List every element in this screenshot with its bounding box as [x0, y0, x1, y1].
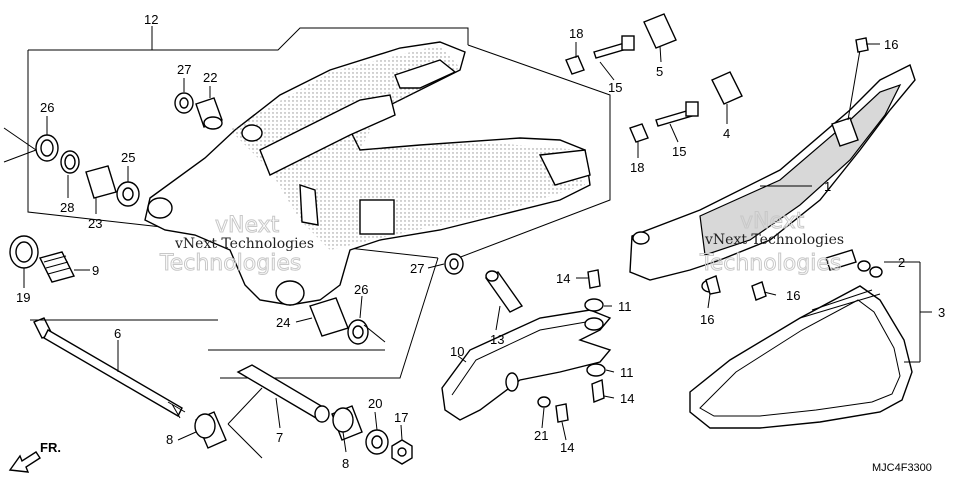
drive-chain — [689, 285, 913, 429]
callout-19: 19 — [16, 290, 30, 305]
callout-26-lower: 26 — [354, 282, 368, 297]
callout-13: 13 — [490, 332, 504, 347]
callout-8-right: 8 — [342, 456, 349, 471]
callout-18-lower: 18 — [630, 160, 644, 175]
callout-numbers: 12 27 22 26 28 23 25 19 9 6 8 7 24 26 27… — [16, 12, 945, 471]
callout-16-mid: 16 — [786, 288, 800, 303]
callout-25: 25 — [121, 150, 135, 165]
callout-20: 20 — [368, 396, 382, 411]
callout-27-lower: 27 — [410, 261, 424, 276]
chain-case — [629, 49, 916, 293]
chain-slider — [441, 309, 612, 421]
callout-11-top: 11 — [618, 299, 632, 314]
callout-1: 1 — [824, 179, 831, 194]
callout-28: 28 — [60, 200, 74, 215]
slider-fasteners — [537, 269, 606, 423]
pivot-shaft — [208, 349, 385, 423]
upper-bearing-stack — [174, 92, 223, 130]
front-direction-arrow: FR. — [8, 440, 61, 473]
case-bolts — [705, 37, 869, 301]
callout-18: 18 — [569, 26, 583, 41]
pivot-bolt — [30, 317, 218, 419]
callout-7: 7 — [276, 430, 283, 445]
leader-lines — [23, 26, 932, 453]
group-bracket-12 — [27, 27, 611, 379]
callout-10: 10 — [450, 344, 464, 359]
callout-8: 8 — [166, 432, 173, 447]
master-link — [825, 249, 921, 363]
callout-5: 5 — [656, 64, 663, 79]
callout-12: 12 — [144, 12, 158, 27]
callout-23: 23 — [88, 216, 102, 231]
needle-bearing-and-seal — [309, 297, 386, 345]
callout-22: 22 — [203, 70, 217, 85]
callout-14-low: 14 — [560, 440, 574, 455]
callout-4: 4 — [723, 126, 730, 141]
watermark-outline-2: Technologies — [159, 251, 301, 276]
callout-14-mid: 14 — [620, 391, 634, 406]
watermark-outline-1: vNext — [215, 213, 280, 238]
watermark-text-2: vNext Technologies — [704, 232, 844, 248]
watermark-outline-3: vNext — [740, 209, 805, 234]
watermark-layer: vNext Technologies vNext Technologies vN… — [159, 209, 845, 277]
collar-left — [194, 387, 263, 459]
callout-9: 9 — [92, 263, 99, 278]
left-bearing-stack — [3, 127, 140, 207]
callout-17: 17 — [394, 410, 408, 425]
callout-15-lower: 15 — [672, 144, 686, 159]
callout-16-top: 16 — [884, 37, 898, 52]
callout-15: 15 — [608, 80, 622, 95]
direction-label: FR. — [40, 440, 61, 455]
callout-11-low: 11 — [620, 365, 634, 380]
adjuster-collar-and-spring — [9, 235, 76, 283]
callout-3: 3 — [938, 305, 945, 320]
swingarm-body — [144, 41, 591, 306]
callout-27: 27 — [177, 62, 191, 77]
watermark-outline-4: Technologies — [699, 251, 841, 276]
drawing-code: MJC4F3300 — [872, 462, 932, 474]
callout-26: 26 — [40, 100, 54, 115]
callout-16-low: 16 — [700, 312, 714, 327]
callout-24: 24 — [276, 315, 290, 330]
callout-2: 2 — [898, 255, 905, 270]
callout-6: 6 — [114, 326, 121, 341]
lower-ring-and-sleeve — [444, 253, 524, 313]
adjuster-hardware — [565, 13, 743, 143]
callout-21: 21 — [534, 428, 548, 443]
watermark-text-1: vNext Technologies — [174, 236, 314, 252]
callout-14-top: 14 — [556, 271, 570, 286]
